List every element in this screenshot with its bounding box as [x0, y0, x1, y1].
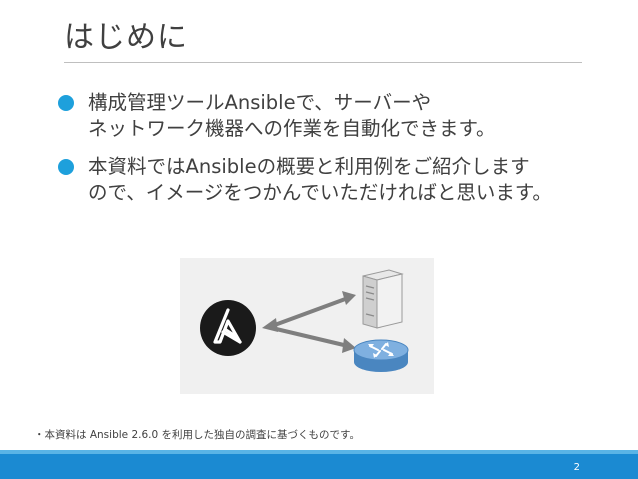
router-icon — [353, 339, 409, 372]
bullet-line: 構成管理ツールAnsibleで、サーバーや — [88, 91, 432, 114]
page-number: 2 — [573, 462, 580, 473]
double-arrow-icon — [262, 291, 356, 353]
footer-bar — [0, 450, 638, 479]
bullet-line: ネットワーク機器への作業を自動化できます。 — [88, 117, 496, 140]
slide-title: はじめに — [64, 20, 188, 55]
footnote: ・本資料は Ansible 2.6.0 を利用した独自の調査に基づくものです。 — [34, 429, 360, 441]
server-icon — [362, 269, 404, 329]
bullet-item-1: 構成管理ツールAnsibleで、サーバーや ネットワーク機器への作業を自動化でき… — [58, 90, 618, 142]
title-divider — [64, 62, 582, 63]
bullet-dot-icon — [58, 159, 74, 175]
ansible-logo-icon — [200, 300, 256, 356]
diagram-figure — [180, 258, 434, 394]
bullet-dot-icon — [58, 95, 74, 111]
bullet-list: 構成管理ツールAnsibleで、サーバーや ネットワーク機器への作業を自動化でき… — [58, 90, 618, 218]
bullet-line: 本資料ではAnsibleの概要と利用例をご紹介します — [88, 155, 530, 178]
bullet-item-2: 本資料ではAnsibleの概要と利用例をご紹介します ので、イメージをつかんでい… — [58, 154, 618, 206]
diagram-svg — [200, 269, 409, 372]
bullet-line: ので、イメージをつかんでいただければと思います。 — [88, 181, 552, 204]
footer-accent-line — [0, 450, 638, 454]
